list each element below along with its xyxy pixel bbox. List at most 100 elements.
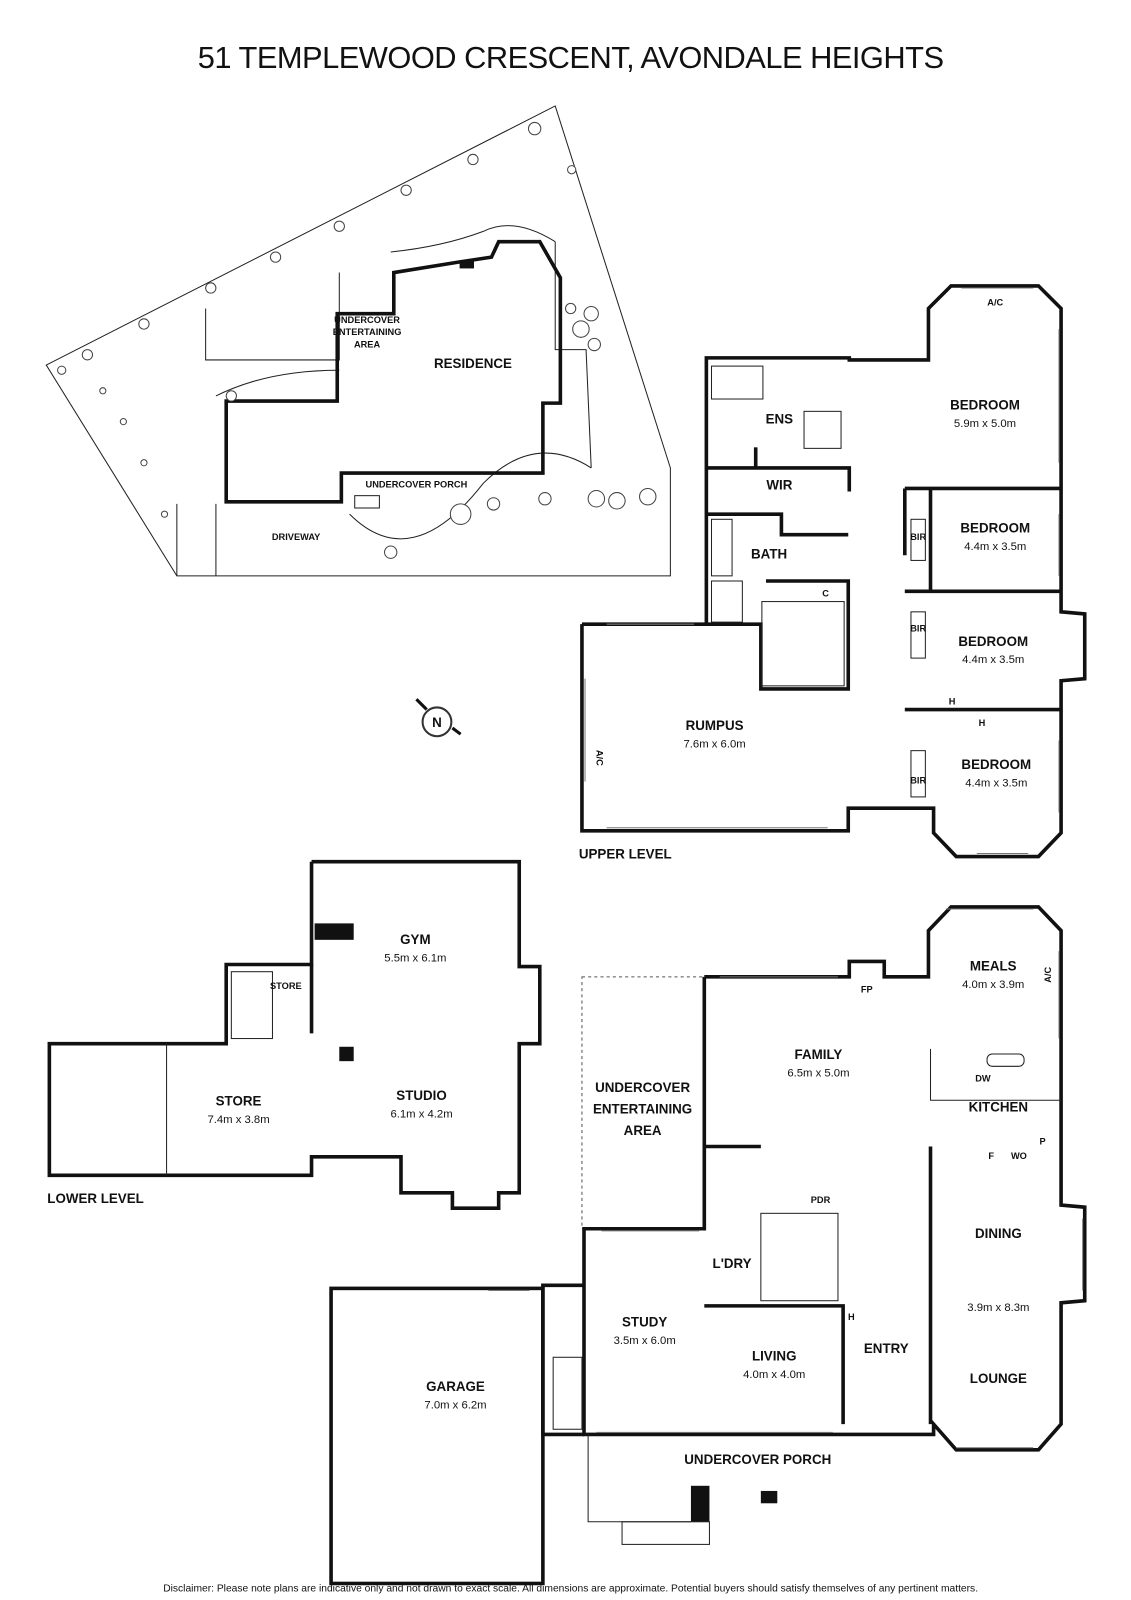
upper-wall [706,512,849,537]
ac-label: A/C [987,297,1003,307]
garden-bed [215,369,340,397]
bedroom-4-name: BEDROOM [961,757,1031,772]
pdr-label: PDR [811,1195,831,1205]
porch-steps [621,1521,710,1545]
kitchen-name: KITCHEN [969,1100,1028,1115]
site-steps [354,495,380,509]
bir [910,518,926,561]
north-icon: N [432,715,442,730]
bedroom-3-name: BEDROOM [958,634,1028,649]
lower-column [339,1046,354,1062]
lounge-name: LOUNGE [970,1371,1027,1386]
lower-level-label: LOWER LEVEL [47,1191,143,1206]
ground-entertaining-label: AREA [624,1123,662,1138]
driveway-lines [176,452,592,576]
ens-bath-tub [710,365,764,400]
studio-name: STUDIO [396,1088,446,1103]
site-driveway-label: DRIVEWAY [272,532,321,542]
bedroom-2-name: BEDROOM [960,521,1030,536]
porch-column [760,1490,778,1504]
ground-level-plan: MEALS 4.0m x 3.9m FAMILY 6.5m x 5.0m KIT… [329,905,1087,1586]
upper-level-plan: BEDROOM 5.9m x 5.0m BEDROOM 4.4m x 3.5m … [579,284,1087,862]
meals-dims: 4.0m x 3.9m [962,979,1024,991]
laundry-label: L'DRY [713,1256,752,1271]
meals-name: MEALS [970,959,1017,974]
bir [910,611,926,659]
heater-label: H [949,696,956,706]
garage-steps [552,1356,583,1430]
small-store-name: STORE [270,981,302,991]
lower-level-plan: GYM 5.5m x 6.1m STORE STORE 7.4m x 3.8m … [47,859,542,1210]
ground-entertaining-label: ENTERTAINING [593,1102,692,1117]
bedroom-1-dims: 5.9m x 5.0m [954,418,1016,430]
site-residence [224,239,563,504]
site-entertaining-label: UNDERCOVER [334,315,400,325]
gym-dims: 5.5m x 6.1m [384,952,446,964]
gym-name: GYM [400,932,430,947]
ac-label: A/C [1043,967,1053,983]
heater-label: H [848,1312,855,1322]
family-dims: 6.5m x 5.0m [787,1068,849,1080]
cupboard-label: C [822,588,829,598]
site-entertaining-label: AREA [354,340,381,350]
site-chimney [459,260,474,269]
dining-name: DINING [975,1226,1022,1241]
fridge-label: F [988,1151,994,1161]
lower-outer-walls [47,859,542,1210]
bedroom-4-dims: 4.4m x 3.5m [965,778,1027,790]
study-name: STUDY [622,1314,667,1329]
bir-label: BIR [910,532,926,542]
bir [910,750,926,798]
pantry-label: P [1039,1136,1045,1146]
store-dims: 7.4m x 3.8m [207,1114,269,1126]
fireplace-label: FP [861,984,873,994]
site-residence-label: RESIDENCE [434,356,512,371]
north-arrow: N [415,698,462,738]
upper-level-label: UPPER LEVEL [579,847,672,862]
bath-shower [710,580,743,623]
living-dims: 4.0m x 4.0m [743,1369,805,1381]
site-trees [57,121,657,559]
garage-name: GARAGE [426,1379,485,1394]
kitchen-bench [929,1048,1062,1101]
bath-label: BATH [751,546,787,561]
garden-bed [390,225,556,253]
wir-label: WIR [766,477,792,492]
upper-outer-walls [580,284,1087,859]
bedroom-1-name: BEDROOM [950,397,1020,412]
ground-entertaining-label: UNDERCOVER [595,1080,690,1095]
store-name: STORE [216,1093,262,1108]
garage-dims: 7.0m x 6.2m [424,1400,486,1412]
upper-stairs [761,601,845,687]
porch-outline [587,1434,691,1523]
plan-title: 51 TEMPLEWOOD CRESCENT, AVONDALE HEIGHTS [198,40,944,75]
ground-stairs [760,1212,839,1302]
disclaimer: Disclaimer: Please note plans are indica… [163,1584,978,1595]
site-path [554,241,592,468]
ens-label: ENS [766,412,794,427]
ground-windows [488,908,1084,1449]
site-fence [205,272,340,361]
ground-outer-walls [582,905,1087,1452]
site-boundary [45,105,671,577]
site-plan: UNDERCOVER ENTERTAINING AREA RESIDENCE U… [45,105,671,738]
bedroom-2-dims: 4.4m x 3.5m [964,541,1026,553]
kitchen-sink [986,1053,1025,1067]
lower-chimney [314,923,354,940]
wall-oven-label: WO [1011,1151,1027,1161]
lower-stairs [230,971,273,1040]
study-dims: 3.5m x 6.0m [614,1335,676,1347]
entry-label: ENTRY [864,1341,909,1356]
porch-column [690,1485,710,1522]
site-porch-label: UNDERCOVER PORCH [366,479,468,489]
studio-dims: 6.1m x 4.2m [390,1109,452,1121]
upper-stair-wall [706,579,851,691]
ground-porch-label: UNDERCOVER PORCH [684,1452,831,1467]
garage-walls [329,1286,545,1586]
ac-label: A/C [594,750,604,766]
rumpus-dims: 7.6m x 6.0m [684,739,746,751]
family-name: FAMILY [795,1047,843,1062]
site-entertaining-label: ENTERTAINING [333,327,402,337]
ground-wall [541,1283,585,1437]
